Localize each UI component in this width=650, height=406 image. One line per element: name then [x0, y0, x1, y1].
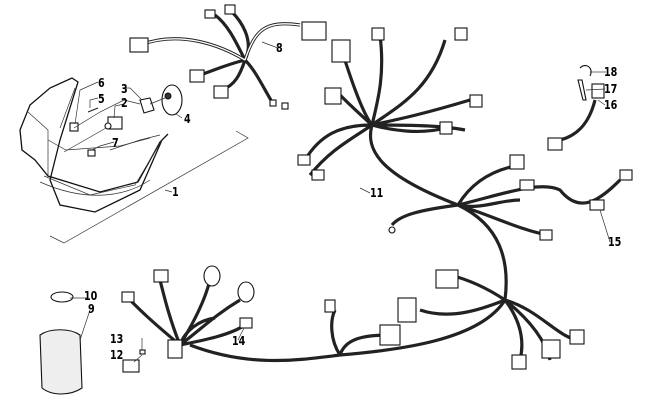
tie-strap	[577, 79, 587, 101]
screw	[87, 107, 99, 113]
callout-5: 5	[98, 92, 105, 106]
callout-9: 9	[88, 302, 95, 316]
callout-7: 7	[112, 136, 119, 150]
callout-16: 16	[604, 98, 618, 112]
accessory-harness	[547, 83, 605, 151]
leader-lines	[70, 41, 611, 363]
callout-2: 2	[121, 96, 128, 110]
callout-8: 8	[276, 41, 283, 55]
sub-harness	[121, 265, 255, 359]
retaining-clip	[139, 97, 155, 114]
callout-13: 13	[110, 332, 124, 346]
callout-1: 1	[172, 185, 179, 199]
nut-clip	[69, 122, 79, 132]
dust-cover	[161, 84, 183, 116]
main-harness	[189, 27, 633, 370]
headlight-harness	[129, 4, 327, 110]
callout-17: 17	[604, 82, 618, 96]
callout-10: 10	[84, 289, 98, 303]
callout-12: 12	[110, 348, 124, 362]
callout-3: 3	[121, 82, 128, 96]
headlight-housing	[19, 77, 169, 213]
callout-15: 15	[608, 235, 622, 249]
marker-bulb	[87, 149, 96, 157]
bulb	[104, 116, 123, 130]
explode-lines	[63, 97, 166, 153]
callout-18: 18	[604, 65, 618, 79]
ring	[50, 291, 74, 303]
terminal	[139, 349, 146, 355]
sleeve	[39, 329, 83, 395]
connector-housing	[122, 359, 140, 373]
callout-6: 6	[98, 76, 105, 90]
assembly-bracket	[49, 130, 249, 244]
callout-4: 4	[184, 112, 191, 126]
callout-14: 14	[232, 334, 246, 348]
clip	[579, 65, 592, 77]
callout-11: 11	[370, 186, 384, 200]
